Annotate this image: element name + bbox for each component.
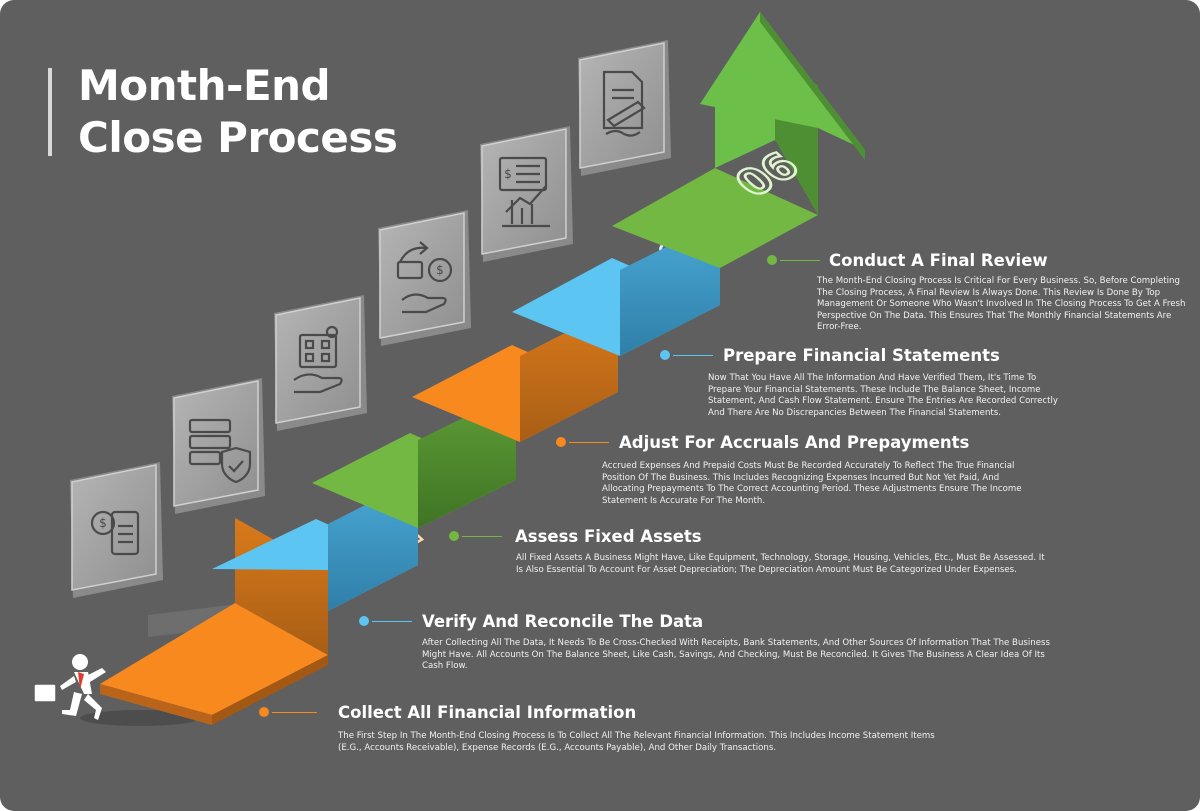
title-accent-bar [48,68,52,156]
step-01-connector [272,712,317,713]
step-02-marker [359,616,369,626]
title-line-2: Close Process [78,113,398,162]
step-04-title: Adjust For Accruals And Prepayments [619,433,970,452]
icon-tile-6 [578,40,671,176]
step-02-title: Verify And Reconcile The Data [422,612,704,631]
svg-text:$: $ [504,167,512,181]
step-01-title: Collect All Financial Information [338,703,637,722]
svg-text:$: $ [436,263,444,277]
step-06-title: Conduct A Final Review [829,251,1048,270]
title-line-1: Month-End [78,61,331,110]
step-04-marker [556,437,566,447]
step-04-connector [569,442,609,443]
step-03-connector [462,536,502,537]
step-01-marker [259,707,269,717]
step-02-text: After Collecting All The Data, It Needs … [422,638,1050,672]
runner-figure [33,654,106,720]
step-03-marker [449,531,459,541]
icon-tile-1: $ [70,462,163,598]
step-06-text: The Month-End Closing Process Is Critica… [817,276,1186,333]
svg-text:$: $ [99,516,107,530]
icon-tile-4: $ [378,210,471,346]
icon-tile-2 [172,378,265,514]
step-05-text: Now That You Have All The Information An… [708,373,1058,418]
page-title: Month-End Close Process [78,60,398,164]
step-03-title: Assess Fixed Assets [515,527,702,546]
step-04-text: Accrued Expenses And Prepaid Costs Must … [602,461,1022,506]
step-05-connector [673,355,713,356]
step-06-block: 06 [612,12,865,356]
icon-tile-5: $ [480,126,573,262]
step-06-marker [767,255,777,265]
step-01-text: The First Step In The Month-End Closing … [338,731,935,753]
step-05-marker [660,350,670,360]
step-06-connector [780,260,820,261]
icon-tile-3 [274,295,367,431]
step-02-connector [372,621,412,622]
arrow-head [700,12,865,150]
step-03-text: All Fixed Assets A Business Might Have, … [516,553,1045,575]
ground-shadow [80,710,200,726]
step-05-title: Prepare Financial Statements [723,346,1000,365]
